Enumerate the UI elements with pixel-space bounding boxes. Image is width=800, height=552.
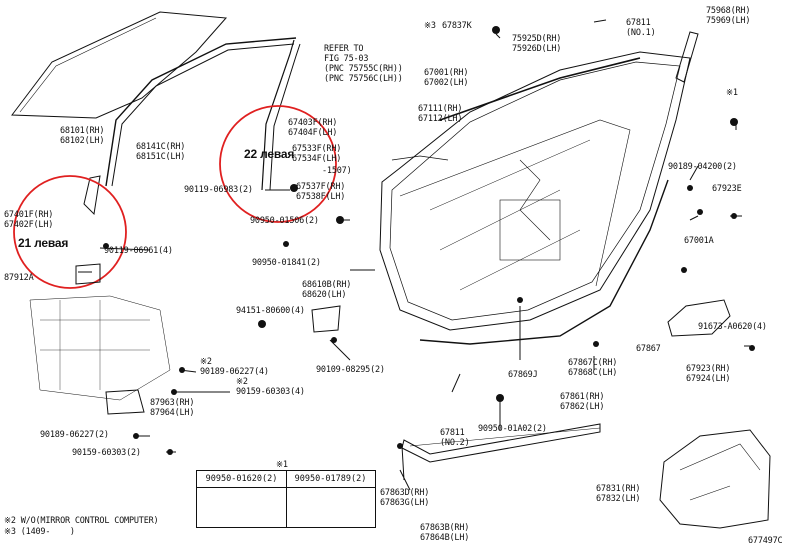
part-label: 67112(LH)	[418, 114, 463, 124]
part-label: 90109-08295(2)	[316, 365, 385, 375]
part-label: 67538F(LH)	[296, 192, 346, 202]
part-label: 67403F(RH)	[288, 118, 338, 128]
part-label: 68141C(RH)	[136, 142, 186, 152]
part-label: 67868C(LH)	[568, 368, 618, 378]
part-label: 67001A	[684, 236, 714, 246]
part-label: 67923E	[712, 184, 742, 194]
part-label: 67001(RH)	[424, 68, 469, 78]
part-label: 90189-04200(2)	[668, 162, 737, 172]
footnote: ※2 W/O(MIRROR CONTROL COMPUTER)	[4, 516, 159, 526]
part-label: 67811	[626, 18, 651, 28]
table-header: 90950-01620(2)	[197, 471, 286, 488]
part-label: 87964(LH)	[150, 408, 195, 418]
part-label: (NO.1)	[626, 28, 656, 38]
footnote: ※3 (1409- )	[4, 527, 75, 537]
part-label: -1507)	[322, 166, 352, 176]
part-label: 67923(RH)	[686, 364, 731, 374]
part-label: 90189-06227(4)	[200, 367, 269, 377]
part-label: 94151-80600(4)	[236, 306, 305, 316]
part-label: ※2	[236, 377, 248, 387]
part-label: 67831(RH)	[596, 484, 641, 494]
part-label: 90159-60303(2)	[72, 448, 141, 458]
door-shell	[379, 51, 691, 331]
part-label: 75926D(LH)	[512, 44, 562, 54]
refer-note-line: (PNC 75755C(RH))	[324, 64, 403, 74]
part-label: (NO.2)	[440, 438, 470, 448]
part-label: 67534F(LH)	[292, 154, 342, 164]
annotation-21: 21 левая	[18, 236, 69, 250]
part-label: 67402F(LH)	[4, 220, 54, 230]
annotation-22: 22 левая	[244, 147, 295, 161]
part-label: 67002(LH)	[424, 78, 469, 88]
part-label: 67862(LH)	[560, 402, 605, 412]
rear-channel	[261, 39, 295, 191]
part-label: 68151C(LH)	[136, 152, 186, 162]
window-glass	[11, 11, 228, 119]
part-label: 67404F(LH)	[288, 128, 338, 138]
part-label: 90159-60303(4)	[236, 387, 305, 397]
part-label: 90950-01506(2)	[250, 216, 319, 226]
part-label: 67863B(RH)	[420, 523, 470, 533]
refer-note-line: (PNC 75756C(LH))	[324, 74, 403, 84]
door-trim-panel	[659, 429, 771, 529]
part-label: 91673-A0620(4)	[698, 322, 767, 332]
part-label: 67867C(RH)	[568, 358, 618, 368]
run-channel	[105, 37, 297, 187]
part-label: 68610B(RH)	[302, 280, 352, 290]
part-label: 67111(RH)	[418, 104, 463, 114]
fastener-table: 90950-01620(2) 90950-01789(2)	[196, 470, 376, 528]
part-label: ※2	[200, 357, 212, 367]
part-label: 67533F(RH)	[292, 144, 342, 154]
part-label: 67401F(RH)	[4, 210, 54, 220]
part-label: 67837K	[442, 21, 472, 31]
part-label: ※3	[424, 21, 436, 31]
part-label: 68102(LH)	[60, 136, 105, 146]
part-label: 87963(RH)	[150, 398, 195, 408]
part-label: 67863G(LH)	[380, 498, 430, 508]
part-label: 67924(LH)	[686, 374, 731, 384]
part-label: 75969(LH)	[706, 16, 751, 26]
part-label: 90950-01841(2)	[252, 258, 321, 268]
part-label: 75968(RH)	[706, 6, 751, 16]
part-label: 90119-06983(2)	[184, 185, 253, 195]
part-label: 67832(LH)	[596, 494, 641, 504]
diagram-code: 677497C	[748, 536, 783, 546]
part-label: 67869J	[508, 370, 538, 380]
part-label: 67537F(RH)	[296, 182, 346, 192]
part-label: 75925D(RH)	[512, 34, 562, 44]
part-label: 67811	[440, 428, 465, 438]
refer-note-line: REFER TO	[324, 44, 364, 54]
table-mark: ※1	[276, 460, 288, 470]
part-label: 90189-06227(2)	[40, 430, 109, 440]
part-label: 90950-01A02(2)	[478, 424, 547, 434]
part-label: 67864B(LH)	[420, 533, 470, 543]
refer-note-line: FIG 75-03	[324, 54, 369, 64]
part-label: ※1	[726, 88, 738, 98]
table-divider	[286, 471, 287, 527]
part-label: 67867	[636, 344, 661, 354]
part-label: 68101(RH)	[60, 126, 105, 136]
door-bottom-strip	[401, 423, 601, 463]
part-label: 87912A	[4, 273, 34, 283]
part-label: 90119-06961(4)	[104, 246, 173, 256]
weatherstrip	[419, 179, 669, 345]
part-label: 67861(RH)	[560, 392, 605, 402]
part-label: 68620(LH)	[302, 290, 347, 300]
table-header: 90950-01789(2)	[286, 471, 375, 488]
part-label: 67863D(RH)	[380, 488, 430, 498]
